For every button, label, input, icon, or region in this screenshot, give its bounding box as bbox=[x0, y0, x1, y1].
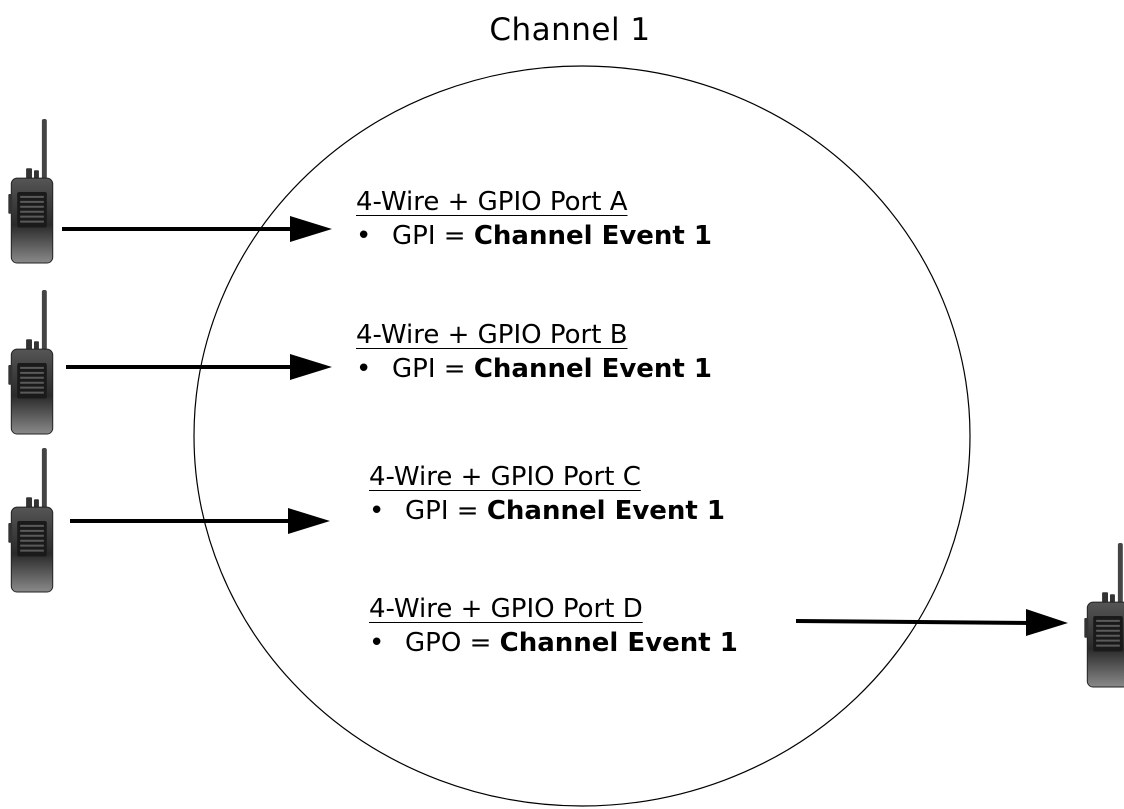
port-c-title: 4-Wire + GPIO Port C bbox=[369, 462, 641, 492]
arrow-port-a bbox=[62, 216, 332, 242]
arrow-port-d bbox=[795, 609, 1068, 636]
port-d-signal: • GPO = Channel Event 1 bbox=[369, 626, 738, 660]
equals: = bbox=[443, 221, 466, 251]
port-a-title: 4-Wire + GPIO Port A bbox=[356, 187, 628, 217]
port-a-io: GPI bbox=[392, 221, 436, 251]
bullet: • bbox=[369, 496, 385, 526]
arrow-port-b bbox=[66, 354, 332, 380]
equals: = bbox=[456, 496, 479, 526]
radio-icon bbox=[8, 288, 54, 436]
equals: = bbox=[469, 628, 492, 658]
port-c-event: Channel Event 1 bbox=[486, 496, 726, 526]
radio-icon bbox=[1084, 541, 1124, 689]
bullet: • bbox=[356, 221, 372, 251]
port-a-signal: • GPI = Channel Event 1 bbox=[356, 219, 712, 253]
port-a-event: Channel Event 1 bbox=[473, 221, 713, 251]
port-c-block: 4-Wire + GPIO Port C • GPI = Channel Even… bbox=[369, 460, 725, 528]
port-d-block: 4-Wire + GPIO Port D • GPO = Channel Even… bbox=[369, 592, 738, 660]
port-c-io: GPI bbox=[405, 496, 449, 526]
port-d-title: 4-Wire + GPIO Port D bbox=[369, 594, 643, 624]
radio-icon bbox=[8, 446, 54, 594]
port-d-event: Channel Event 1 bbox=[499, 628, 738, 658]
port-b-signal: • GPI = Channel Event 1 bbox=[356, 352, 712, 386]
port-a-block: 4-Wire + GPIO Port A • GPI = Channel Even… bbox=[356, 185, 712, 253]
port-b-io: GPI bbox=[392, 354, 436, 384]
port-b-block: 4-Wire + GPIO Port B • GPI = Channel Even… bbox=[356, 318, 712, 386]
channel-circle bbox=[193, 65, 971, 807]
port-b-event: Channel Event 1 bbox=[473, 354, 713, 384]
radio-icon bbox=[8, 117, 54, 265]
port-d-io: GPO bbox=[405, 628, 462, 658]
arrow-port-c bbox=[70, 508, 330, 534]
port-c-signal: • GPI = Channel Event 1 bbox=[369, 494, 725, 528]
bullet: • bbox=[356, 354, 372, 384]
bullet: • bbox=[369, 628, 385, 658]
port-b-title: 4-Wire + GPIO Port B bbox=[356, 320, 628, 350]
equals: = bbox=[443, 354, 466, 384]
channel-title: Channel 1 bbox=[489, 12, 651, 48]
